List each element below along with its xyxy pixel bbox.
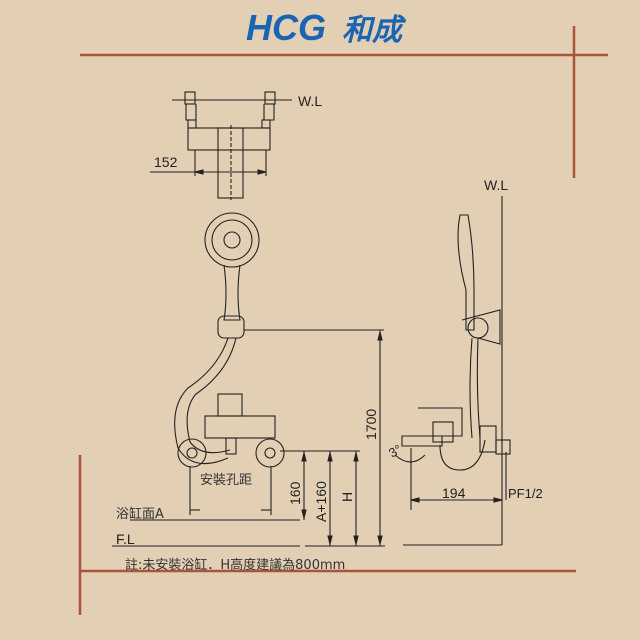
- pipe-thread-label: PF1/2: [508, 486, 543, 501]
- dim-h: H: [339, 492, 355, 502]
- front-view: [112, 212, 385, 547]
- side-view: [394, 196, 511, 546]
- depth-dim-label: 194: [442, 485, 466, 501]
- installation-note: 註:未安裝浴缸．H高度建議為800mm: [125, 557, 345, 573]
- dim-a160: A+160: [313, 481, 329, 522]
- side-wl-label: W.L: [484, 177, 508, 193]
- top-view: [150, 91, 292, 200]
- hcg-logo: HCG 和成: [246, 7, 407, 48]
- floor-label: F.L: [116, 531, 135, 547]
- frame-lines: [78, 26, 608, 615]
- top-wl-label: W.L: [298, 93, 322, 109]
- dim-160: 160: [287, 481, 303, 505]
- dim-1700: 1700: [363, 409, 379, 440]
- width-dim-label: 152: [154, 154, 178, 170]
- install-spacing-label: 安裝孔距: [200, 473, 252, 488]
- logo-chinese: 和成: [342, 14, 407, 47]
- logo-brand: HCG: [246, 7, 326, 48]
- tub-surface-label: 浴缸面A: [116, 506, 164, 522]
